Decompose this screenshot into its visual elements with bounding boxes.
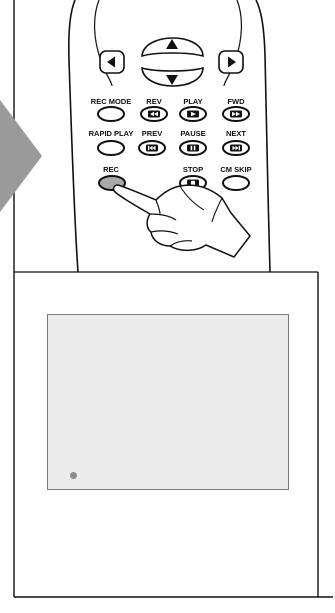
remote-body-right-edge	[256, 0, 270, 272]
dpad[interactable]	[100, 38, 243, 86]
skip-back-icon	[146, 145, 158, 152]
play-label: PLAY	[183, 97, 202, 106]
pause-icon	[187, 145, 199, 152]
play-button[interactable]	[180, 107, 206, 121]
rapid-play-button[interactable]	[98, 141, 124, 155]
pointing-hand-icon	[114, 185, 250, 257]
pause-label: PAUSE	[180, 129, 205, 138]
remote-body-left-edge	[69, 0, 78, 272]
rev-label: REV	[146, 97, 161, 106]
prev-label: PREV	[142, 129, 162, 138]
remote-control: REC MODE REV PLAY FWD	[0, 0, 335, 272]
rev-button[interactable]	[141, 107, 167, 121]
dpad-right-button[interactable]	[219, 51, 243, 73]
rewind-icon	[148, 111, 160, 118]
stop-label: STOP	[183, 165, 203, 174]
skip-forward-icon	[230, 145, 242, 152]
record-dot-icon	[70, 472, 77, 479]
rapid-play-label: RAPID PLAY	[89, 129, 134, 138]
remote-illustration: REC MODE REV PLAY FWD	[0, 0, 335, 272]
tv-screen	[47, 314, 289, 490]
rec-mode-button[interactable]	[98, 107, 124, 121]
next-button[interactable]	[223, 141, 249, 155]
prev-button[interactable]	[139, 141, 165, 155]
dpad-down-button[interactable]	[142, 68, 203, 86]
fwd-button[interactable]	[223, 107, 249, 121]
rec-label: REC	[103, 165, 119, 174]
play-icon	[187, 111, 199, 118]
rec-mode-label: REC MODE	[91, 97, 131, 106]
dpad-left-button[interactable]	[100, 51, 124, 73]
pause-button[interactable]	[180, 141, 206, 155]
fast-forward-icon	[230, 111, 242, 118]
cm-skip-button[interactable]	[223, 176, 249, 190]
fwd-label: FWD	[227, 97, 245, 106]
cm-skip-label: CM SKIP	[220, 165, 251, 174]
dpad-up-button[interactable]	[142, 38, 203, 56]
next-label: NEXT	[226, 129, 246, 138]
